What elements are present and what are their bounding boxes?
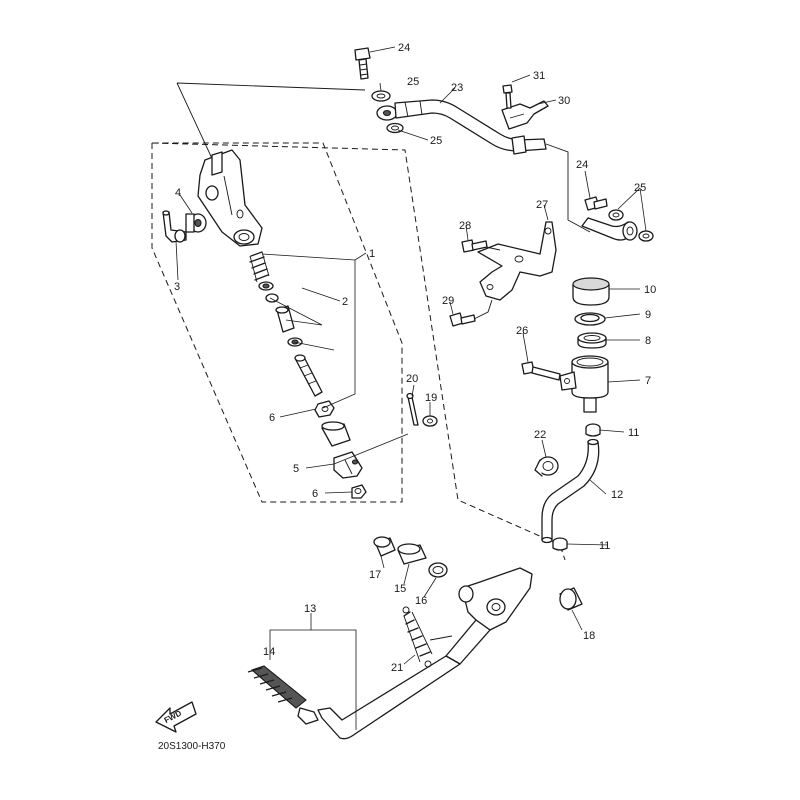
pedal-rubber-part-14 bbox=[247, 665, 319, 725]
callout-10: 10 bbox=[644, 284, 656, 296]
gasket-part-25-top bbox=[371, 90, 391, 102]
screw-part-31 bbox=[502, 84, 513, 109]
callout-14: 14 bbox=[263, 646, 275, 658]
bushing-part-15 bbox=[397, 543, 427, 565]
callout-12: 12 bbox=[611, 489, 623, 501]
bracket-part-27 bbox=[477, 221, 557, 301]
pedal-pin-part-18 bbox=[559, 587, 583, 611]
callout-19: 19 bbox=[425, 392, 437, 404]
leader-lines bbox=[175, 46, 647, 730]
callout-9: 9 bbox=[645, 309, 651, 321]
callout-27: 27 bbox=[536, 199, 548, 211]
callout-24-top: 24 bbox=[398, 42, 410, 54]
collar-part-17 bbox=[373, 536, 396, 557]
callout-6-upper: 6 bbox=[269, 412, 275, 424]
callout-26: 26 bbox=[516, 325, 528, 337]
callout-11-lower: 11 bbox=[599, 540, 610, 552]
washer-part-19 bbox=[422, 415, 438, 427]
return-spring-part-21 bbox=[402, 606, 433, 668]
dust-boot bbox=[321, 421, 351, 447]
nut-part-6-lower bbox=[351, 484, 367, 499]
callout-28: 28 bbox=[459, 220, 471, 232]
callout-numbers: 24 25 23 31 30 25 24 25 27 28 29 26 10 9… bbox=[174, 42, 656, 674]
banjo-bolt-part-24-right bbox=[584, 196, 608, 211]
callout-5: 5 bbox=[293, 463, 299, 475]
callout-2: 2 bbox=[342, 296, 348, 308]
master-cylinder-body bbox=[197, 149, 263, 247]
callout-15: 15 bbox=[394, 583, 406, 595]
callout-3: 3 bbox=[174, 281, 180, 293]
fitting-part-4 bbox=[185, 213, 207, 233]
callout-24-right: 24 bbox=[576, 159, 588, 171]
bolt-part-29 bbox=[449, 312, 476, 327]
reservoir-part-7 bbox=[559, 355, 609, 413]
callout-30: 30 bbox=[558, 95, 570, 107]
master-cylinder-kit-outline bbox=[151, 142, 403, 503]
callout-21: 21 bbox=[391, 662, 403, 674]
brake-pedal-part-13 bbox=[317, 567, 533, 740]
callout-29: 29 bbox=[442, 295, 454, 307]
callout-25-top: 25 bbox=[407, 76, 419, 88]
clevis-part-5 bbox=[333, 451, 363, 479]
callout-16: 16 bbox=[415, 595, 427, 607]
fwd-arrow-icon: FWD bbox=[155, 701, 197, 733]
callout-13: 13 bbox=[304, 603, 316, 615]
hose-extension-line bbox=[545, 143, 591, 233]
bolt-part-26 bbox=[521, 361, 561, 381]
elbow-joint-part-3 bbox=[162, 210, 187, 243]
hose-end-fitting bbox=[581, 217, 638, 241]
nut-part-6-upper bbox=[314, 400, 335, 418]
callout-31: 31 bbox=[533, 70, 545, 82]
piston-kit-part-2 bbox=[249, 251, 323, 397]
callout-20: 20 bbox=[406, 373, 418, 385]
callout-7: 7 bbox=[645, 375, 651, 387]
callout-11-upper: 11 bbox=[628, 427, 639, 439]
plate-part-9 bbox=[574, 312, 606, 326]
reservoir-hose-part-12 bbox=[541, 438, 600, 544]
callout-8: 8 bbox=[645, 335, 651, 347]
callout-23: 23 bbox=[451, 82, 463, 94]
callout-25-mid: 25 bbox=[430, 135, 442, 147]
callout-25-right: 25 bbox=[634, 182, 646, 194]
bolt-part-28 bbox=[461, 239, 488, 253]
hose-group-outline bbox=[176, 82, 366, 166]
banjo-bolt-part-24-top bbox=[354, 47, 371, 80]
reservoir-cap-part-10 bbox=[572, 277, 610, 306]
callout-17: 17 bbox=[369, 569, 381, 581]
brake-hose-part-23 bbox=[376, 99, 547, 155]
oring-part-16 bbox=[428, 562, 448, 578]
callout-18: 18 bbox=[583, 630, 595, 642]
diagram-code: 20S1300-H370 bbox=[158, 741, 226, 752]
gaskets-part-25-right bbox=[608, 209, 654, 242]
bracket-mount-line bbox=[473, 246, 501, 320]
clip-part-11-upper bbox=[585, 423, 601, 437]
callout-6-lower: 6 bbox=[312, 488, 318, 500]
clip-part-11-lower bbox=[552, 537, 568, 551]
clamp-part-22 bbox=[534, 456, 559, 477]
hose-clamp-part-30 bbox=[501, 100, 549, 130]
diaphragm-part-8 bbox=[577, 332, 607, 349]
callout-22: 22 bbox=[534, 429, 546, 441]
callout-1: 1 bbox=[369, 248, 375, 260]
cotter-pin-part-20 bbox=[406, 392, 419, 426]
callout-4: 4 bbox=[175, 187, 181, 199]
